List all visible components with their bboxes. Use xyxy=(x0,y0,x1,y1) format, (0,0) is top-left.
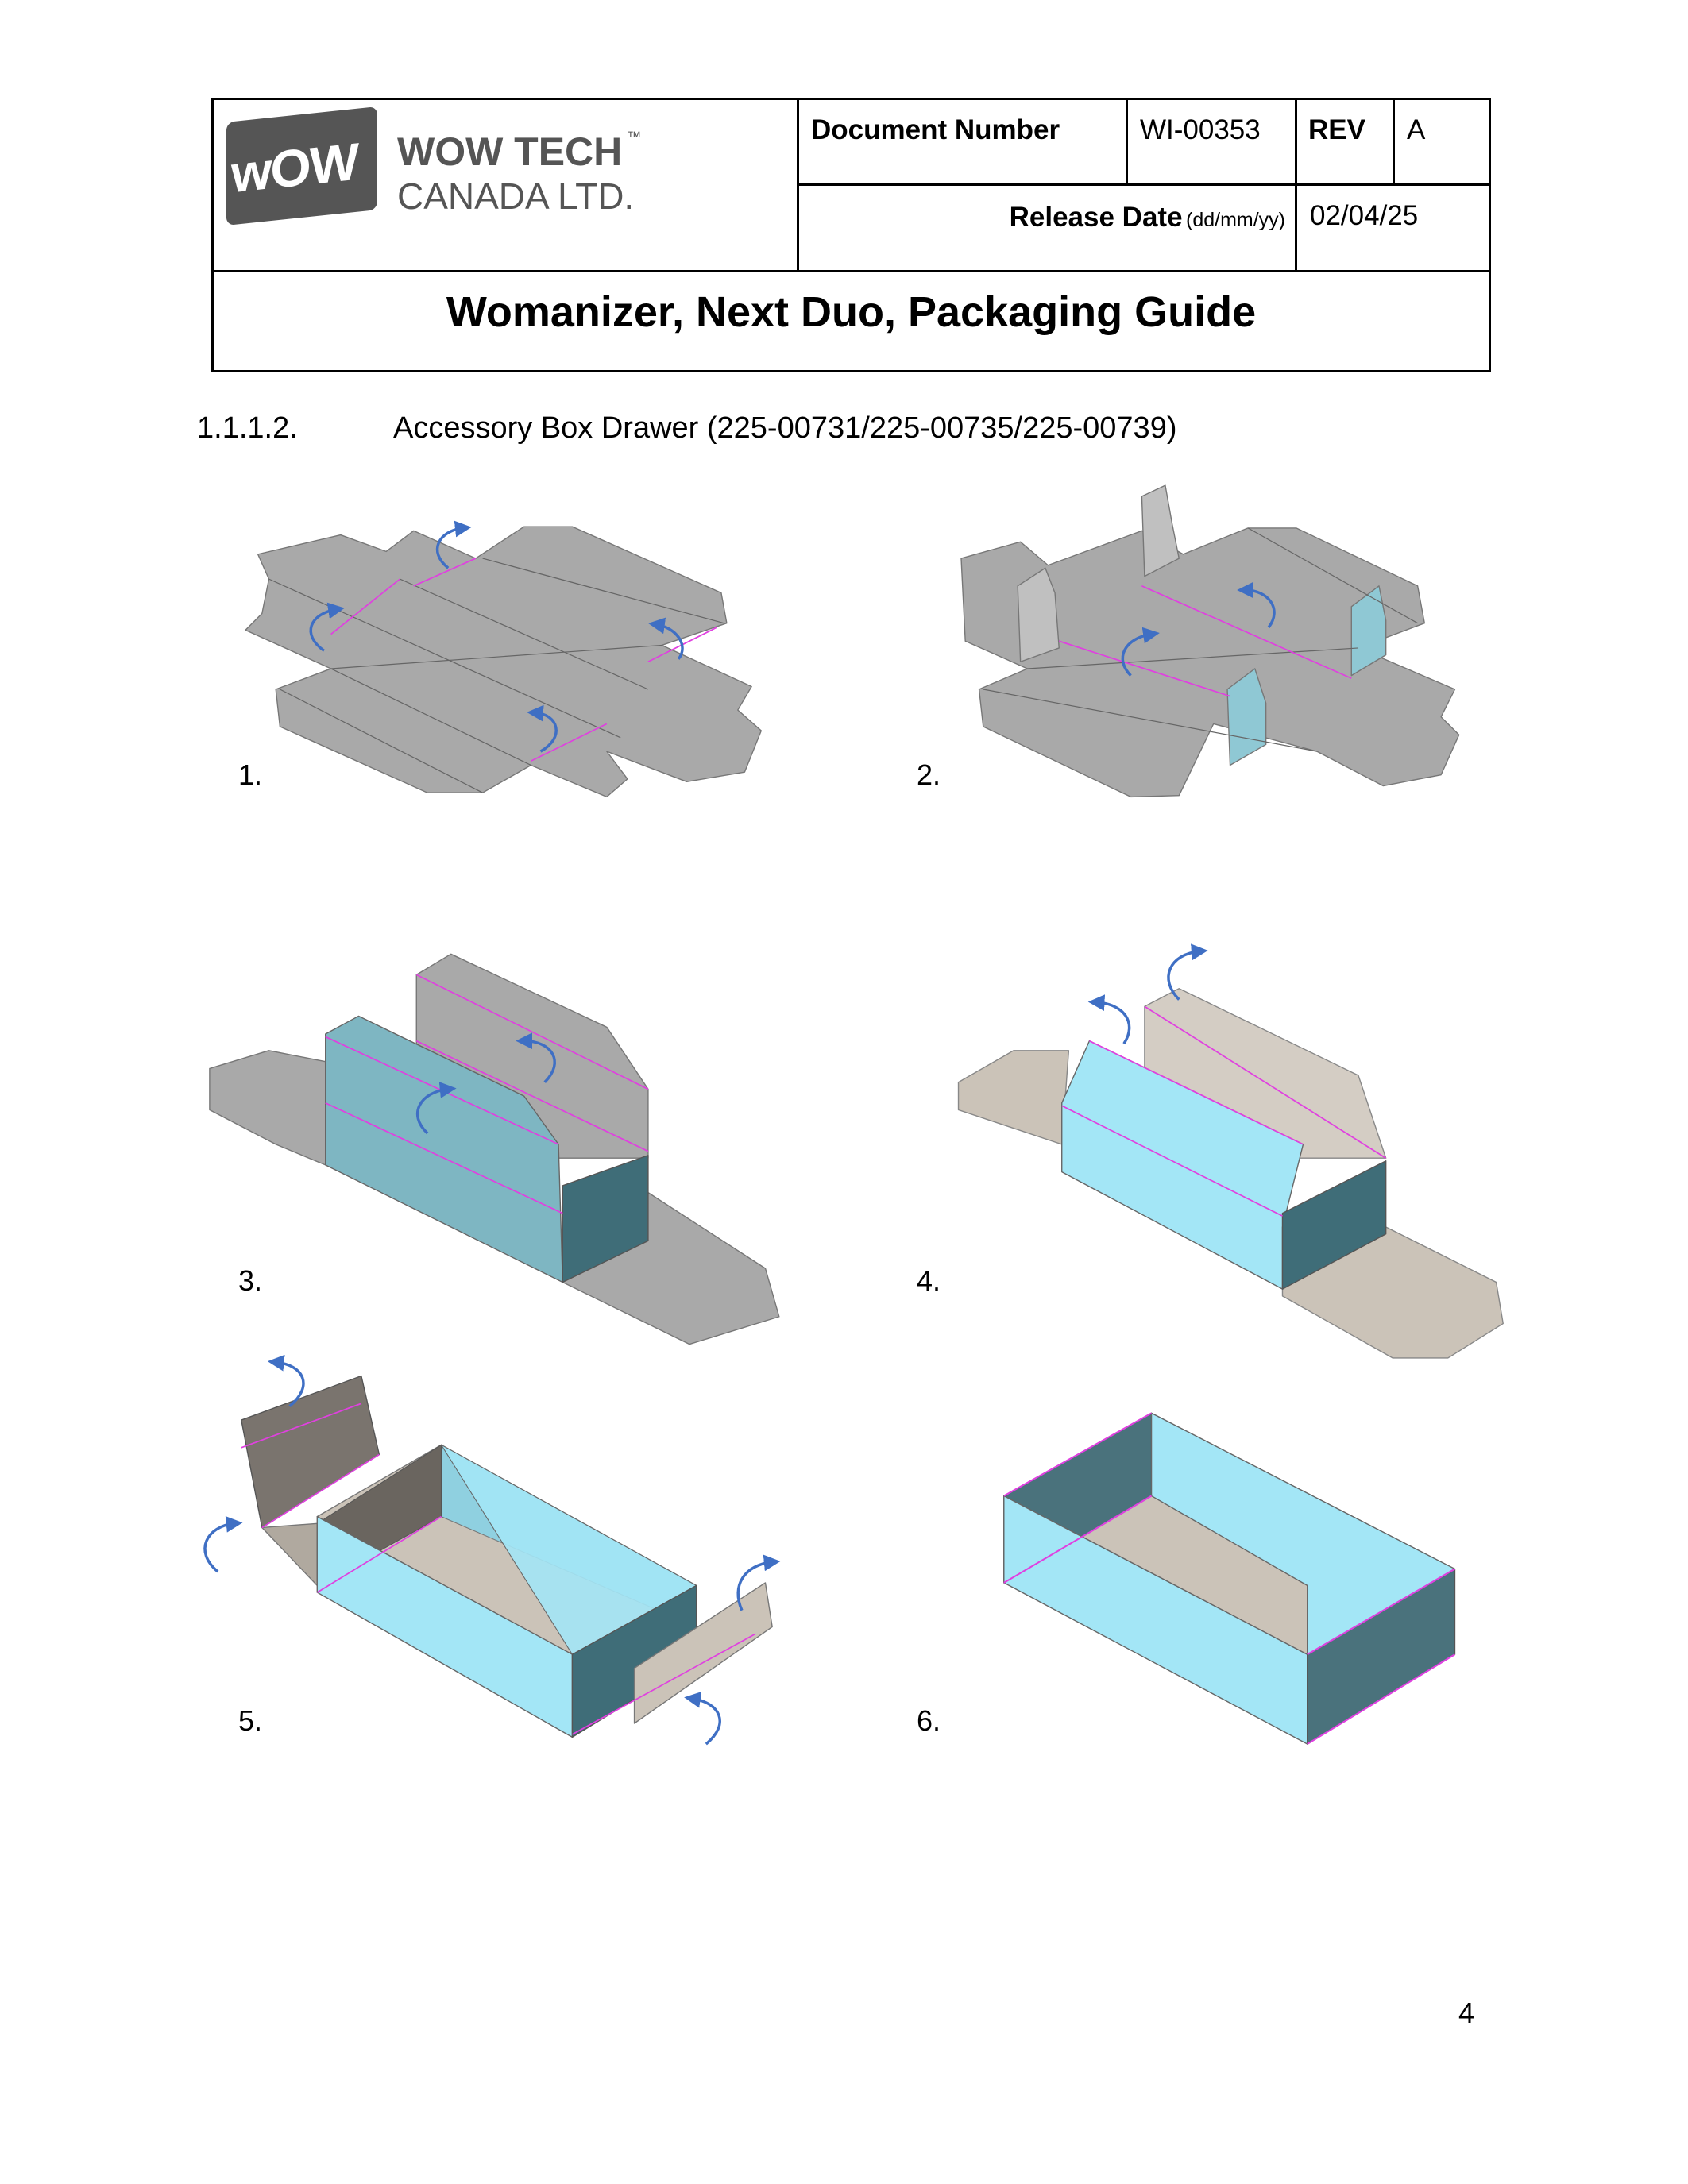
rev-value: A xyxy=(1407,114,1426,145)
divider xyxy=(1393,100,1395,183)
step-label: 6. xyxy=(917,1704,941,1737)
step-1-diagram xyxy=(245,520,762,798)
fold-arrow-icon xyxy=(1121,581,1276,677)
divider xyxy=(1126,100,1128,183)
section-title: Accessory Box Drawer (225-00731/225-0073… xyxy=(393,411,1177,445)
step-3-diagram xyxy=(209,953,780,1345)
document-number: WI-00353 xyxy=(1140,114,1261,145)
step-6-diagram xyxy=(1003,1412,1456,1745)
step-label: 4. xyxy=(917,1264,941,1297)
step-label: 1. xyxy=(238,758,263,791)
page-number: 4 xyxy=(1458,1997,1475,2029)
step-label: 3. xyxy=(238,1264,263,1297)
fold-arrow-icon xyxy=(309,520,684,753)
divider xyxy=(214,270,1491,272)
document-number-label: Document Number xyxy=(811,114,1060,145)
document-title: Womanizer, Next Duo, Packaging Guide xyxy=(446,288,1257,336)
step-4-diagram xyxy=(957,943,1504,1359)
fold-arrow-icon xyxy=(203,1354,781,1746)
fold-arrow-icon xyxy=(415,1032,556,1135)
step-2-diagram xyxy=(960,484,1460,798)
release-date: 02/04/25 xyxy=(1310,200,1419,231)
step-5-diagram xyxy=(203,1354,781,1746)
rev-label: REV xyxy=(1308,114,1365,145)
divider xyxy=(1295,100,1297,270)
step-label: 5. xyxy=(238,1704,263,1737)
release-date-label: Release Date (dd/mm/yy) xyxy=(1009,202,1285,233)
step-label: 2. xyxy=(917,758,941,791)
divider xyxy=(797,183,1491,186)
section-number: 1.1.1.2. xyxy=(197,411,298,445)
fold-arrow-icon xyxy=(1087,943,1208,1045)
logo-line2: CANADA LTD. xyxy=(397,176,635,217)
